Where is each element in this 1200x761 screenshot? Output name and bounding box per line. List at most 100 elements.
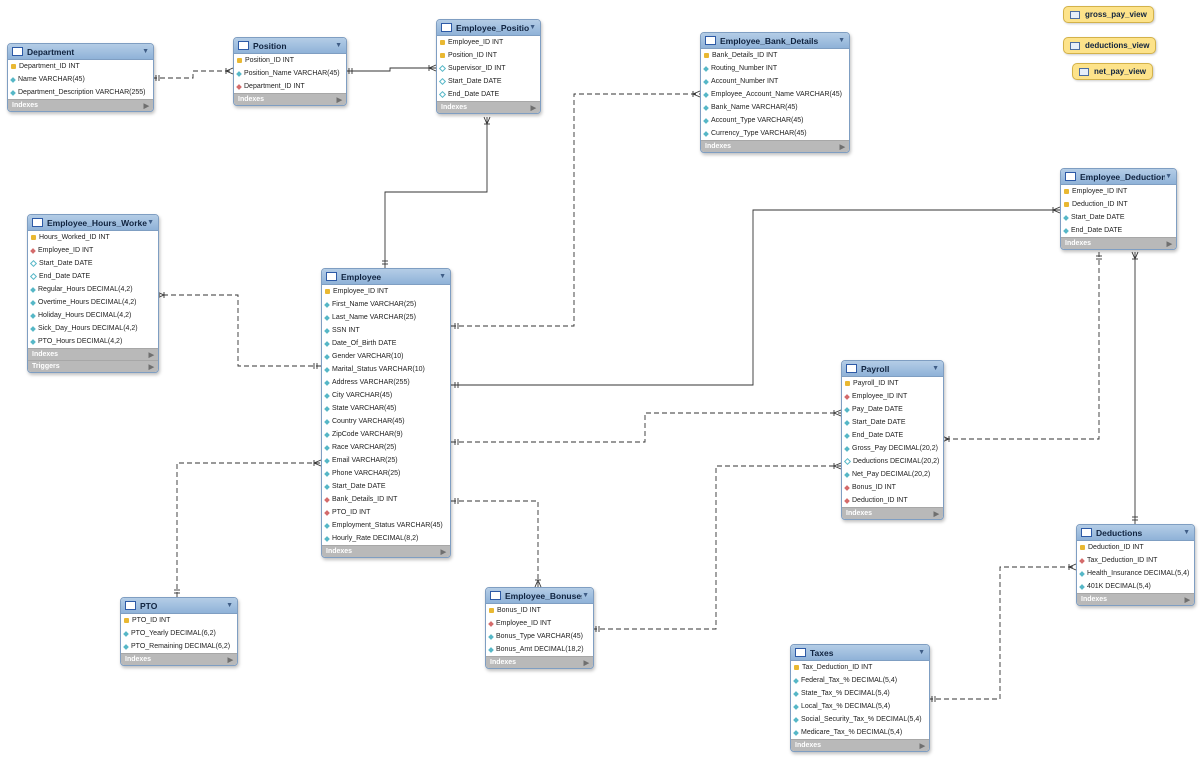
table-column[interactable]: Hourly_Rate DECIMAL(8,2) <box>322 532 450 545</box>
table-column[interactable]: Medicare_Tax_% DECIMAL(5,4) <box>791 726 929 739</box>
table-header[interactable]: Employee_Bank_Details▼ <box>701 33 849 49</box>
table-column[interactable]: PTO_ID INT <box>322 506 450 519</box>
relationship-line-employee-bonuses-payroll[interactable] <box>592 465 841 630</box>
table-header[interactable]: Employee_Hours_Worked▼ <box>28 215 158 231</box>
table-column[interactable]: Deductions DECIMAL(20,2) <box>842 455 943 468</box>
chevron-down-icon[interactable]: ▼ <box>142 48 149 55</box>
expand-arrow-icon[interactable]: ▶ <box>336 96 342 104</box>
section-indexes[interactable]: Indexes▶ <box>1077 593 1194 605</box>
table-column[interactable]: Last_Name VARCHAR(25) <box>322 311 450 324</box>
section-indexes[interactable]: Indexes▶ <box>791 739 929 751</box>
table-column[interactable]: PTO_Hours DECIMAL(4,2) <box>28 335 158 348</box>
relationship-line-employee-payroll[interactable] <box>451 412 841 443</box>
relationship-line-position-employee-position[interactable] <box>345 67 436 72</box>
table-column[interactable]: Supervisor_ID INT <box>437 62 540 75</box>
section-indexes[interactable]: Indexes▶ <box>486 656 593 668</box>
expand-arrow-icon[interactable]: ▶ <box>933 510 939 518</box>
table-column[interactable]: Marital_Status VARCHAR(10) <box>322 363 450 376</box>
section-indexes[interactable]: Indexes▶ <box>701 140 849 152</box>
table-column[interactable]: Payroll_ID INT <box>842 377 943 390</box>
relationship-line-employee-employee-hours-worked[interactable] <box>157 294 321 367</box>
table-column[interactable]: Department_ID INT <box>8 60 153 73</box>
table-column[interactable]: Net_Pay DECIMAL(20,2) <box>842 468 943 481</box>
table-column[interactable]: Start_Date DATE <box>1061 211 1176 224</box>
table-column[interactable]: Bonus_Type VARCHAR(45) <box>486 630 593 643</box>
table-column[interactable]: Email VARCHAR(25) <box>322 454 450 467</box>
table-column[interactable]: Start_Date DATE <box>842 416 943 429</box>
table-header[interactable]: Employee_Bonuses▼ <box>486 588 593 604</box>
expand-arrow-icon[interactable]: ▶ <box>148 351 154 359</box>
chevron-down-icon[interactable]: ▼ <box>918 649 925 656</box>
table-column[interactable]: Address VARCHAR(255) <box>322 376 450 389</box>
table-column[interactable]: End_Date DATE <box>28 270 158 283</box>
table-column[interactable]: Start_Date DATE <box>322 480 450 493</box>
section-indexes[interactable]: Indexes▶ <box>121 653 237 665</box>
table-header[interactable]: Taxes▼ <box>791 645 929 661</box>
table-column[interactable]: Country VARCHAR(45) <box>322 415 450 428</box>
expand-arrow-icon[interactable]: ▶ <box>227 656 233 664</box>
table-column[interactable]: Bonus_Amt DECIMAL(18,2) <box>486 643 593 656</box>
table-column[interactable]: Bonus_ID INT <box>842 481 943 494</box>
expand-arrow-icon[interactable]: ▶ <box>839 143 845 151</box>
table-column[interactable]: Employee_ID INT <box>486 617 593 630</box>
table-column[interactable]: Currency_Type VARCHAR(45) <box>701 127 849 140</box>
table-header[interactable]: Employee_Position▼ <box>437 20 540 36</box>
table-column[interactable]: Deduction_ID INT <box>1061 198 1176 211</box>
table-column[interactable]: Health_Insurance DECIMAL(5,4) <box>1077 567 1194 580</box>
table-column[interactable]: Account_Type VARCHAR(45) <box>701 114 849 127</box>
table-header[interactable]: Position▼ <box>234 38 346 54</box>
table-column[interactable]: ZipCode VARCHAR(9) <box>322 428 450 441</box>
table-column[interactable]: Race VARCHAR(25) <box>322 441 450 454</box>
table-column[interactable]: Phone VARCHAR(25) <box>322 467 450 480</box>
relationship-line-employee-employee-deductions[interactable] <box>451 209 1060 386</box>
section-indexes[interactable]: Indexes▶ <box>8 99 153 111</box>
table-column[interactable]: Social_Security_Tax_% DECIMAL(5,4) <box>791 713 929 726</box>
section-indexes[interactable]: Indexes▶ <box>1061 237 1176 249</box>
expand-arrow-icon[interactable]: ▶ <box>143 102 149 110</box>
table-employee-hours-worked[interactable]: Employee_Hours_Worked▼Hours_Worked_ID IN… <box>27 214 159 373</box>
table-column[interactable]: State VARCHAR(45) <box>322 402 450 415</box>
relationship-line-department-position[interactable] <box>152 70 233 79</box>
table-column[interactable]: Holiday_Hours DECIMAL(4,2) <box>28 309 158 322</box>
table-column[interactable]: End_Date DATE <box>437 88 540 101</box>
section-indexes[interactable]: Indexes▶ <box>322 545 450 557</box>
table-column[interactable]: Employee_ID INT <box>322 285 450 298</box>
relationship-line-pto-employee[interactable] <box>176 462 321 597</box>
table-column[interactable]: Pay_Date DATE <box>842 403 943 416</box>
table-column[interactable]: Department_ID INT <box>234 80 346 93</box>
table-header[interactable]: Department▼ <box>8 44 153 60</box>
table-column[interactable]: Gender VARCHAR(10) <box>322 350 450 363</box>
table-column[interactable]: Position_ID INT <box>234 54 346 67</box>
table-column[interactable]: PTO_Remaining DECIMAL(6,2) <box>121 640 237 653</box>
relationship-line-employee-employee-bonuses[interactable] <box>451 500 539 587</box>
chevron-down-icon[interactable]: ▼ <box>1165 173 1172 180</box>
expand-arrow-icon[interactable]: ▶ <box>1166 240 1172 248</box>
table-column[interactable]: State_Tax_% DECIMAL(5,4) <box>791 687 929 700</box>
table-column[interactable]: Employee_ID INT <box>1061 185 1176 198</box>
view-net-pay-view[interactable]: net_pay_view <box>1072 63 1154 80</box>
table-column[interactable]: Account_Number INT <box>701 75 849 88</box>
chevron-down-icon[interactable]: ▼ <box>439 273 446 280</box>
table-column[interactable]: Name VARCHAR(45) <box>8 73 153 86</box>
expand-arrow-icon[interactable]: ▶ <box>583 659 589 667</box>
table-column[interactable]: City VARCHAR(45) <box>322 389 450 402</box>
table-column[interactable]: PTO_Yearly DECIMAL(6,2) <box>121 627 237 640</box>
table-column[interactable]: Tax_Deduction_ID INT <box>791 661 929 674</box>
expand-arrow-icon[interactable]: ▶ <box>1184 596 1190 604</box>
table-column[interactable]: Bonus_ID INT <box>486 604 593 617</box>
expand-arrow-icon[interactable]: ▶ <box>919 742 925 750</box>
table-column[interactable]: Employee_ID INT <box>842 390 943 403</box>
table-column[interactable]: SSN INT <box>322 324 450 337</box>
chevron-down-icon[interactable]: ▼ <box>1183 529 1190 536</box>
table-column[interactable]: Bank_Details_ID INT <box>701 49 849 62</box>
chevron-down-icon[interactable]: ▼ <box>582 592 589 599</box>
chevron-down-icon[interactable]: ▼ <box>932 365 939 372</box>
table-column[interactable]: End_Date DATE <box>842 429 943 442</box>
